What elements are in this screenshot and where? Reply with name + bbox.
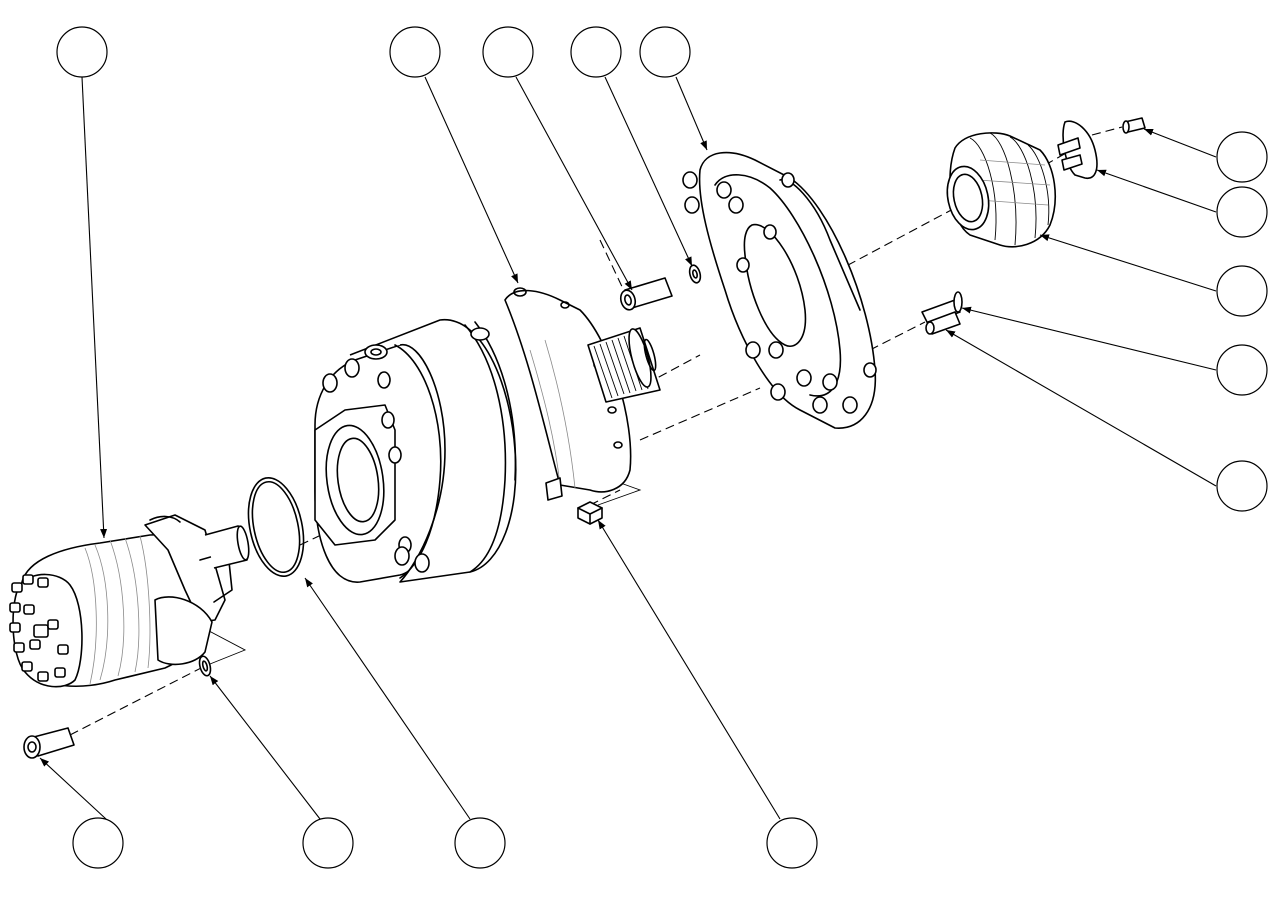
o-ring: [247, 476, 305, 578]
lock-washer-lower: [198, 655, 212, 677]
callout-balloon: [1216, 265, 1268, 317]
callout-balloon: [1216, 460, 1268, 512]
pins-right: [921, 291, 963, 335]
callout-balloon: [570, 26, 622, 78]
hex-plug: [577, 501, 603, 525]
callout-balloon: [454, 817, 506, 869]
adapter-plate: [682, 151, 877, 429]
callout-balloon: [72, 817, 124, 869]
gear-teeth: [969, 132, 1051, 246]
callout-balloon: [1216, 186, 1268, 238]
cap-screw-center: [619, 277, 673, 311]
gearbox-housing: [314, 287, 661, 583]
callout-balloons: [56, 26, 1268, 869]
callout-balloon: [639, 26, 691, 78]
callout-balloon: [56, 26, 108, 78]
callout-balloon: [766, 817, 818, 869]
callout-balloon: [1216, 131, 1268, 183]
adapter-bolts: [682, 171, 877, 414]
leader-lines: [39, 76, 1217, 820]
cap-screw-lower: [23, 727, 75, 759]
screw-small-top: [1122, 117, 1146, 134]
callout-balloon: [1216, 344, 1268, 396]
gear-hub: [946, 132, 1056, 248]
callout-balloon: [302, 817, 354, 869]
callout-balloon: [482, 26, 534, 78]
lock-washer-center: [688, 264, 702, 284]
retaining-plate: [1057, 120, 1098, 179]
cover-bolts: [322, 358, 430, 573]
callout-balloon: [389, 26, 441, 78]
hydraulic-motor: [9, 514, 250, 688]
end-cap-bolts: [9, 574, 69, 682]
